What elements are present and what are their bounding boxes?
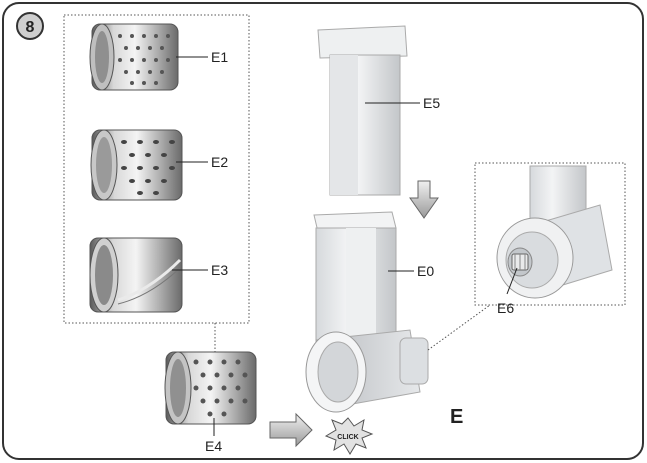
drive-shaft-e6 <box>511 253 529 271</box>
label-e2: E2 <box>211 154 228 170</box>
down-arrow <box>409 180 439 219</box>
detail-connector <box>427 304 491 351</box>
label-e1: E1 <box>211 49 228 65</box>
drum-e3 <box>89 237 183 313</box>
detail-box <box>474 162 626 306</box>
step-number: 8 <box>26 19 35 36</box>
click-burst: CLICK <box>324 417 374 455</box>
step-badge: 8 <box>16 12 44 40</box>
drum-e4 <box>164 351 257 425</box>
drum-options-box <box>63 14 250 324</box>
housing-e0 <box>305 211 429 413</box>
drum-e2 <box>90 129 183 201</box>
click-text: CLICK <box>337 434 358 441</box>
insert-arrow <box>269 412 313 448</box>
pusher-e5 <box>317 25 408 196</box>
detail-view <box>496 165 613 299</box>
label-e3: E3 <box>211 262 228 278</box>
leader-e6 <box>506 267 518 295</box>
label-e5: E5 <box>423 95 440 111</box>
figure-label: E <box>450 406 463 428</box>
label-e4: E4 <box>205 438 222 454</box>
drum-e1 <box>89 23 179 91</box>
label-e0: E0 <box>417 263 434 279</box>
label-e6: E6 <box>497 300 514 316</box>
